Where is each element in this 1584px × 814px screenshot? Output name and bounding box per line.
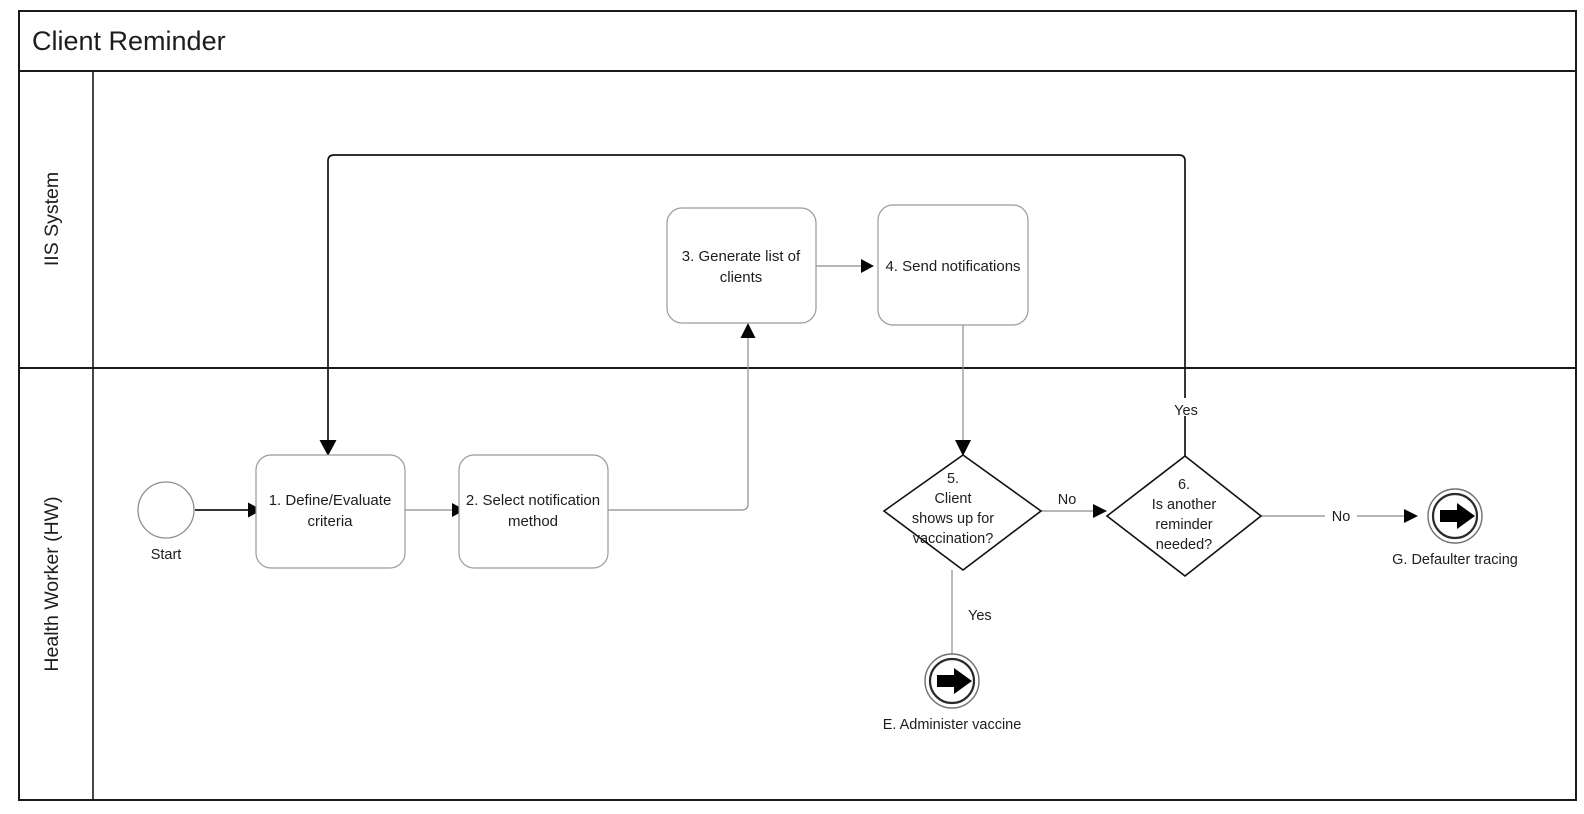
task4-label-line1: 4. Send notifications bbox=[885, 258, 1020, 275]
flow-task2-to-task3 bbox=[608, 338, 749, 511]
gateway5-label-line4: vaccination? bbox=[913, 531, 994, 547]
flow-gateway6-yes-loopback-to-task1 bbox=[327, 154, 1186, 456]
end-vaccine-label: E. Administer vaccine bbox=[883, 717, 1022, 733]
flow-label-bg-gw5-no bbox=[1051, 490, 1083, 508]
arrowhead-start-to-task1 bbox=[248, 502, 262, 518]
link-throw-arrow-icon-vaccine bbox=[937, 668, 972, 694]
lane-label-iis-system: IIS System bbox=[41, 172, 63, 266]
arrowhead-task2-to-task3 bbox=[740, 323, 756, 338]
end-event-defaulter-tracing[interactable]: G. Defaulter tracing bbox=[1392, 488, 1518, 568]
gateway6-label-line1: 6. bbox=[1178, 477, 1190, 493]
arrowhead-gateway5-to-gateway6 bbox=[1093, 504, 1107, 518]
page-title: Client Reminder bbox=[32, 26, 226, 56]
gateway6-diamond[interactable] bbox=[1105, 454, 1263, 578]
task2-label-line2: method bbox=[508, 513, 558, 530]
flow-label-bg-gw6-yes bbox=[1167, 398, 1205, 416]
arrowhead-loopback-to-task1 bbox=[319, 440, 337, 456]
task1-label-line1: 1. Define/Evaluate bbox=[269, 492, 392, 509]
task3-label-line1: 3. Generate list of bbox=[682, 248, 801, 265]
arrowhead-gateway6-to-end-defaulter bbox=[1404, 509, 1418, 523]
task3-label-line2: clients bbox=[720, 269, 763, 286]
task3-box[interactable] bbox=[666, 207, 817, 324]
start-event-label: Start bbox=[151, 547, 182, 563]
arrowhead-task3-to-task4 bbox=[861, 259, 874, 273]
end-event-administer-vaccine[interactable]: E. Administer vaccine bbox=[883, 653, 1022, 733]
task-generate-list-of-clients[interactable]: 3. Generate list of clients bbox=[666, 207, 817, 324]
link-throw-arrow-icon-defaulter bbox=[1440, 503, 1475, 529]
task2-box[interactable] bbox=[458, 454, 609, 569]
gateway6-label-line4: needed? bbox=[1156, 537, 1212, 553]
task-send-notifications[interactable]: 4. Send notifications bbox=[877, 204, 1029, 326]
gateway6-label-line2: Is another bbox=[1152, 497, 1217, 513]
flow-label-gateway5-no: No bbox=[1058, 492, 1077, 508]
task4-box[interactable] bbox=[877, 204, 1029, 326]
gateway5-label-line2: Client bbox=[934, 491, 971, 507]
flow-label-gateway5-yes: Yes bbox=[968, 608, 992, 624]
arrowhead-task4-to-gateway5 bbox=[955, 440, 971, 456]
gateway-client-shows-up-for-vaccination[interactable]: 5. Client shows up for vaccination? bbox=[882, 454, 1043, 572]
gateway5-label-line3: shows up for bbox=[912, 511, 994, 527]
task2-label-line1: 2. Select notification bbox=[466, 492, 600, 509]
gateway5-diamond[interactable] bbox=[882, 454, 1043, 572]
task-select-notification-method[interactable]: 2. Select notification method bbox=[458, 454, 609, 569]
gateway-is-another-reminder-needed[interactable]: 6. Is another reminder needed? bbox=[1105, 454, 1263, 578]
flow-label-gateway6-no: No bbox=[1332, 509, 1351, 525]
flow-label-bg-gw6-no bbox=[1325, 505, 1357, 523]
flow-label-gateway6-yes: Yes bbox=[1174, 403, 1198, 419]
lane-label-health-worker: Health Worker (HW) bbox=[41, 496, 63, 671]
pool-frame bbox=[18, 10, 1577, 801]
end-defaulter-label: G. Defaulter tracing bbox=[1392, 552, 1518, 568]
gateway5-label-line1: 5. bbox=[947, 471, 959, 487]
task1-label-line2: criteria bbox=[307, 513, 353, 530]
start-event[interactable] bbox=[137, 481, 195, 539]
task-define-evaluate-criteria[interactable]: 1. Define/Evaluate criteria bbox=[255, 454, 406, 569]
task1-box[interactable] bbox=[255, 454, 406, 569]
gateway6-label-line3: reminder bbox=[1155, 517, 1212, 533]
